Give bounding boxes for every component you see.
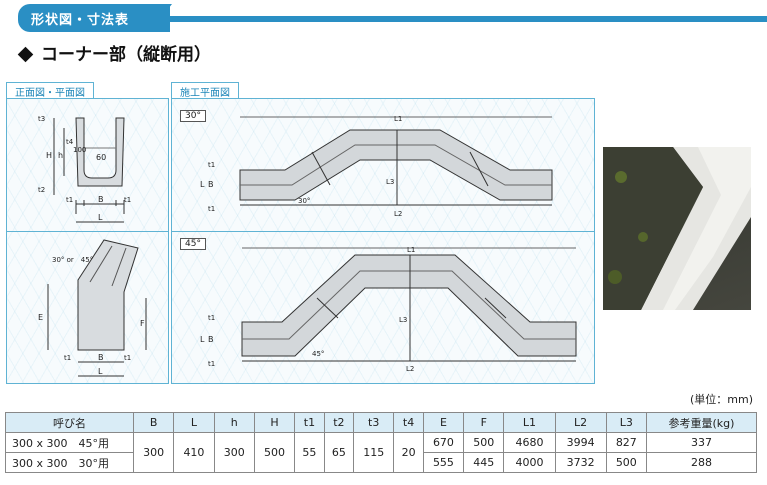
installation-photo — [603, 147, 751, 310]
dim-L-45: L — [200, 335, 205, 344]
panel-label-construction: 施工平面図 — [171, 82, 239, 99]
table-header: h — [213, 412, 255, 433]
layout-30-drawing — [239, 116, 553, 206]
cell-L1: 4680 — [503, 432, 556, 453]
table-header: L1 — [503, 412, 556, 433]
cell-L3: 500 — [605, 452, 647, 473]
table-header: t1 — [294, 412, 325, 433]
dim-B-plan: B — [98, 353, 104, 362]
dim-t1-30-top: t1 — [208, 161, 215, 169]
layout-45-drawing — [241, 247, 577, 362]
cell-t3: 115 — [353, 432, 395, 473]
panel-divider-left — [6, 231, 169, 232]
cell-H: 500 — [253, 432, 296, 473]
cell-E: 670 — [422, 432, 465, 453]
spec-table: 呼び名 B L h H t1 t2 t3 t4 E F L1 L2 L3 参考重… — [5, 412, 758, 473]
header-tab — [18, 4, 170, 32]
dim-h-front: h — [58, 151, 63, 160]
table-row: 300 x 300 30°用 555 445 4000 3732 500 288 — [5, 452, 758, 473]
table-header: L2 — [554, 412, 607, 433]
dim-radius-front: 60 — [96, 153, 106, 162]
table-header: F — [463, 412, 505, 433]
cell-weight: 288 — [645, 452, 758, 473]
dim-t1-45-bottom: t1 — [208, 360, 215, 368]
panel-divider-right — [171, 231, 595, 232]
dim-L2-30: L2 — [394, 210, 402, 218]
dim-t2-front: t2 — [38, 186, 45, 194]
dim-B-30: B — [208, 180, 214, 189]
cell-weight: 337 — [645, 432, 758, 453]
dim-angle-30-or-45: 30° or 45° — [52, 256, 93, 264]
table-header: L — [173, 412, 215, 433]
dim-L2-45: L2 — [406, 365, 414, 373]
dim-L-plan: L — [98, 367, 103, 376]
cell-L2: 3994 — [554, 432, 607, 453]
cell-L1: 4000 — [503, 452, 556, 473]
dim-t1-plan-left: t1 — [64, 354, 71, 362]
unit-note: (単位：mm) — [689, 393, 753, 406]
dim-t1-front-right: t1 — [124, 196, 131, 204]
header-wedge — [150, 4, 172, 32]
dim-L3-45: L3 — [399, 316, 407, 324]
cell-E: 555 — [422, 452, 465, 473]
table-header: t4 — [393, 412, 424, 433]
dim-B-front: B — [98, 195, 104, 204]
plan-view-drawing — [47, 239, 147, 377]
dim-H-front: H — [46, 151, 52, 160]
dim-100-front: 100 — [73, 146, 86, 154]
table-row: 300 x 300 45°用 300 410 300 500 55 65 115… — [5, 432, 758, 473]
table-header: E — [422, 412, 465, 433]
angle-tag-45: 45° — [180, 238, 206, 250]
dim-angle-30-layout: 30° — [298, 197, 310, 205]
cell-L: 410 — [173, 432, 215, 473]
angle-tag-30: 30° — [180, 110, 206, 122]
dim-t1-30-bottom: t1 — [208, 205, 215, 213]
cell-L3: 827 — [605, 432, 647, 453]
table-header: 参考重量(kg) — [645, 412, 758, 433]
table-header-row: 呼び名 B L h H t1 t2 t3 t4 E F L1 L2 L3 参考重… — [5, 412, 758, 433]
cell-L2: 3732 — [554, 452, 607, 473]
table-header: 呼び名 — [5, 412, 134, 433]
dim-angle-45-layout: 45° — [312, 350, 324, 358]
front-view-drawing — [53, 117, 125, 223]
section-title: コーナー部（縦断用） — [14, 40, 211, 65]
dim-L-30: L — [200, 180, 205, 189]
dim-E-plan: E — [38, 313, 43, 322]
header-bar: 形状図・寸法表 — [0, 4, 767, 32]
header-tab-label: 形状図・寸法表 — [31, 13, 130, 28]
cell-F: 445 — [463, 452, 505, 473]
dim-t1-front-left: t1 — [66, 196, 73, 204]
cell-t2: 65 — [323, 432, 355, 473]
cell-B: 300 — [132, 432, 175, 473]
section-title-text: コーナー部（縦断用） — [41, 45, 211, 65]
cell-t4: 20 — [393, 432, 424, 473]
dim-L3-30: L3 — [386, 178, 394, 186]
dim-B-45: B — [208, 335, 214, 344]
table-header: t2 — [323, 412, 355, 433]
dim-L1-45: L1 — [407, 246, 415, 254]
cell-name: 300 x 300 45°用 — [5, 432, 134, 453]
table-header: B — [132, 412, 175, 433]
dim-L1-30: L1 — [394, 115, 402, 123]
dim-t3-front: t3 — [38, 115, 45, 123]
header-rule — [150, 16, 767, 22]
cell-F: 500 — [463, 432, 505, 453]
dim-t1-plan-right: t1 — [124, 354, 131, 362]
dim-t1-45-top: t1 — [208, 314, 215, 322]
table-header: L3 — [605, 412, 647, 433]
dim-t4-front: t4 — [66, 138, 74, 146]
dim-L-front: L — [98, 213, 103, 222]
panel-label-front-plan: 正面図・平面図 — [6, 82, 94, 99]
table-header: t3 — [353, 412, 395, 433]
cell-t1: 55 — [294, 432, 325, 473]
dim-F-plan: F — [140, 319, 145, 328]
table-header: H — [253, 412, 296, 433]
cell-h: 300 — [213, 432, 255, 473]
cell-name: 300 x 300 30°用 — [5, 452, 134, 473]
